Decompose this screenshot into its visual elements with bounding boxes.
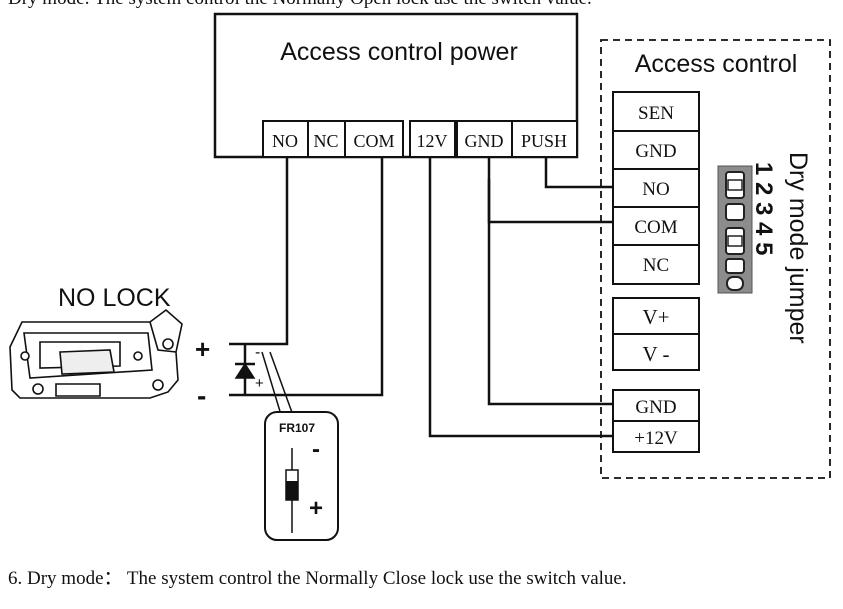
- power-unit-title: Access control power: [280, 38, 518, 66]
- lock-screw-5: [162, 338, 174, 350]
- terminal-label-com: COM: [353, 131, 394, 151]
- jumper-label: Dry mode jumper: [784, 152, 812, 344]
- callout-box: [264, 411, 339, 541]
- lock-screw-1: [20, 351, 30, 361]
- wire-com-to-lock-minus: [229, 157, 384, 397]
- controller-terminal-no: NO: [642, 179, 669, 200]
- controller-terminal-supply-12v: +12V: [634, 428, 678, 449]
- wire-push-to-no: [544, 157, 613, 189]
- lock-illustration: [9, 308, 183, 399]
- wire-gnd-to-controller: [487, 157, 613, 406]
- diode-symbol: [234, 362, 256, 379]
- wires: [229, 157, 613, 438]
- controller-terminal-vminus: V -: [642, 342, 669, 366]
- power-unit: Access control power NO NC COM 12V GND P…: [213, 12, 579, 159]
- callout-line-left: [261, 351, 283, 419]
- access-controller-border: [600, 39, 831, 479]
- controller-terminal-supply-gnd: GND: [635, 397, 676, 418]
- diode-package-callout: [264, 411, 339, 541]
- jumper-pin-2: [725, 203, 745, 221]
- terminal-12v: [409, 120, 456, 158]
- terminal-label-nc: NC: [313, 131, 338, 151]
- terminal-label-push: PUSH: [521, 131, 567, 151]
- diode-package-plus: +: [309, 495, 323, 522]
- diode-plus-label: +: [255, 375, 264, 392]
- diode-triangle: [234, 362, 256, 379]
- diode-part-number: FR107: [279, 421, 315, 435]
- wire-no-to-lock-plus: [229, 157, 289, 346]
- lock-edge: [149, 321, 177, 353]
- section-caption: 6. Dry mode： The system control the Norm…: [8, 568, 627, 589]
- terminal-label-no: NO: [272, 131, 298, 151]
- terminal-label-12v: 12V: [417, 131, 448, 151]
- access-controller: Access control SEN GND NO COM NC V+ V - …: [600, 39, 831, 479]
- lock-screw-3: [32, 383, 44, 395]
- diode-package-minus: -: [312, 436, 320, 463]
- terminal-com: [344, 120, 404, 158]
- controller-terminal-gnd: GND: [635, 141, 676, 162]
- terminal-push: [511, 120, 578, 158]
- controller-terminal-vplus: V+: [642, 305, 669, 329]
- access-controller-title: Access control: [635, 50, 798, 78]
- lock-title: NO LOCK: [58, 284, 171, 312]
- lock-plus-label: +: [195, 334, 210, 364]
- lock-minus-label: -: [197, 380, 206, 411]
- lock-latch: [59, 349, 115, 375]
- terminal-label-gnd: GND: [465, 131, 504, 151]
- diode-body-band: [286, 481, 298, 500]
- controller-terminal-com: COM: [634, 217, 677, 238]
- jumper-pin-numbers: 1 2 3 4 5: [750, 162, 777, 255]
- previous-section-caption: Dry mode: The system control the Normall…: [8, 0, 592, 10]
- lock-keeper: [55, 383, 101, 397]
- lock-screw-2: [133, 351, 143, 361]
- callout-line-right: [269, 351, 295, 419]
- controller-terminal-nc: NC: [643, 255, 669, 276]
- jumper-pin-4: [725, 258, 745, 274]
- controller-terminal-sen: SEN: [638, 103, 674, 124]
- jumper-pin-5: [726, 276, 744, 291]
- terminal-no: [262, 120, 309, 158]
- terminal-gnd: [456, 120, 513, 158]
- diode-minus-label: -: [255, 344, 260, 361]
- lock-screw-4: [152, 379, 164, 391]
- wire-gnd-to-com: [487, 179, 613, 224]
- wire-12v-to-controller: [428, 157, 613, 438]
- dry-mode-jumper: [717, 165, 753, 294]
